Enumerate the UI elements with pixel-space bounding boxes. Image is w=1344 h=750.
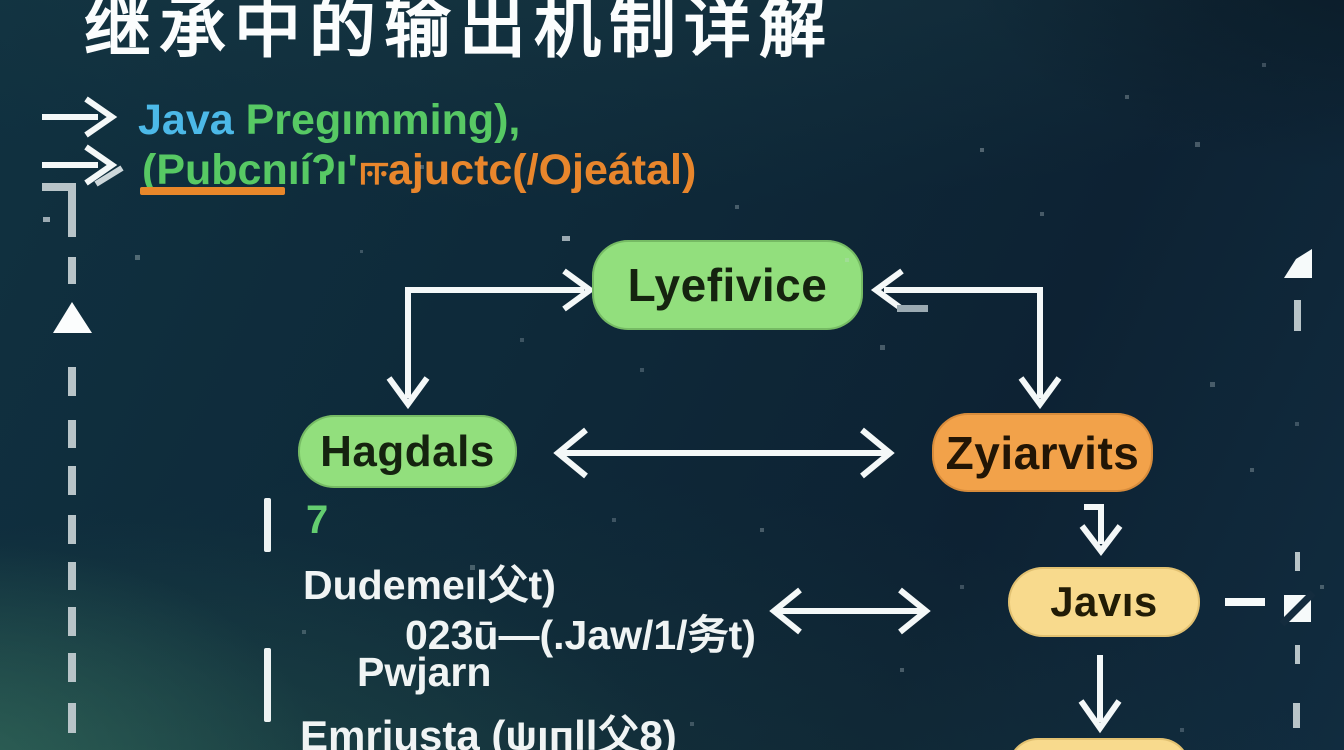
star-dot [302, 630, 306, 634]
notes-bullet: 7 [306, 498, 329, 542]
star-dot [1040, 212, 1044, 216]
right-dashed-line [1293, 300, 1301, 728]
diagonal-square-icon [1279, 590, 1316, 627]
star-dot [1210, 382, 1215, 387]
header-line-2-green: (Pubcnıíʔı' [142, 146, 358, 194]
header-arrow-1-icon [42, 96, 118, 138]
star-dot [640, 368, 644, 372]
notes-line-3: Pwjarn [357, 649, 492, 695]
star-dot [1250, 468, 1254, 472]
double-arrow-notes-lower-icon [769, 587, 931, 635]
notes-line-1: Dudemeıl父t) [303, 562, 556, 608]
node-zyiarvits: Zyiarvits [932, 413, 1153, 492]
jog-arrow-right-to-lower-icon [1079, 504, 1123, 556]
notes-line-2: 023ū—(.Jaw/1/务t) [405, 612, 756, 658]
page-title: 继承中的输出机制详解 [84, 0, 834, 66]
header-line-2: (Pubcnıíʔı'ஈajuctc(/Ojeátal) [142, 146, 696, 200]
star-dot [1195, 142, 1200, 147]
branch-arrow-right-icon [870, 268, 1062, 410]
star-dot [470, 565, 475, 570]
notes-bar-2 [264, 648, 271, 722]
star-dot [1180, 728, 1184, 732]
right-dash-icon [1225, 598, 1265, 606]
up-triangle-icon [53, 302, 92, 333]
star-dot [690, 722, 694, 726]
star-dot [900, 668, 904, 672]
star-dot [420, 165, 424, 169]
star-dot [845, 258, 849, 262]
double-arrow-left-right-icon [553, 427, 895, 479]
star-dot [980, 148, 984, 152]
drop-arrow-lower-to-bottom-icon [1078, 655, 1122, 734]
header-line-2-orange: ஈajuctc(/Ojeátal) [357, 146, 697, 194]
star-dot [520, 338, 524, 342]
star-dot [612, 518, 616, 522]
diagonal-tick-decoration [94, 165, 124, 187]
star-dot [1125, 95, 1129, 99]
node-label: Lyefivice [627, 259, 828, 311]
star-dot [1320, 585, 1324, 589]
orange-underline [140, 187, 285, 195]
header-line-1: Java Pregımming), [138, 96, 520, 145]
star-dot [1295, 422, 1299, 426]
notes-bar-1 [264, 498, 271, 552]
node-bottom-partial [1008, 738, 1190, 750]
star-dot [1262, 63, 1266, 67]
node-label: Hagdals [320, 426, 495, 476]
branch-arrow-left-icon [386, 268, 596, 410]
node-javis: Javıs [1008, 567, 1200, 637]
star-dot [960, 585, 964, 589]
star-dot [135, 255, 140, 260]
star-dot [880, 345, 885, 350]
gray-dash-decoration [897, 305, 928, 312]
header-line-1-rest: Pregımming), [233, 96, 521, 144]
star-dot [735, 205, 739, 209]
node-hagdals: Hagdals [298, 415, 517, 488]
header-arrow-2-icon [42, 144, 118, 186]
node-label: Zyiarvits [945, 426, 1140, 479]
left-dashed-line [42, 183, 76, 733]
gray-dot-decoration [43, 217, 50, 222]
node-label: Javıs [1050, 578, 1158, 625]
notes-line-4: Emrjusta (ψıпll父8) [300, 712, 677, 750]
node-lyefivice: Lyefivice [592, 240, 863, 330]
gray-dot-decoration [562, 236, 570, 241]
star-dot [360, 250, 363, 253]
star-dot [760, 528, 764, 532]
flag-triangle-icon [1284, 249, 1312, 278]
java-keyword: Java [138, 96, 234, 144]
